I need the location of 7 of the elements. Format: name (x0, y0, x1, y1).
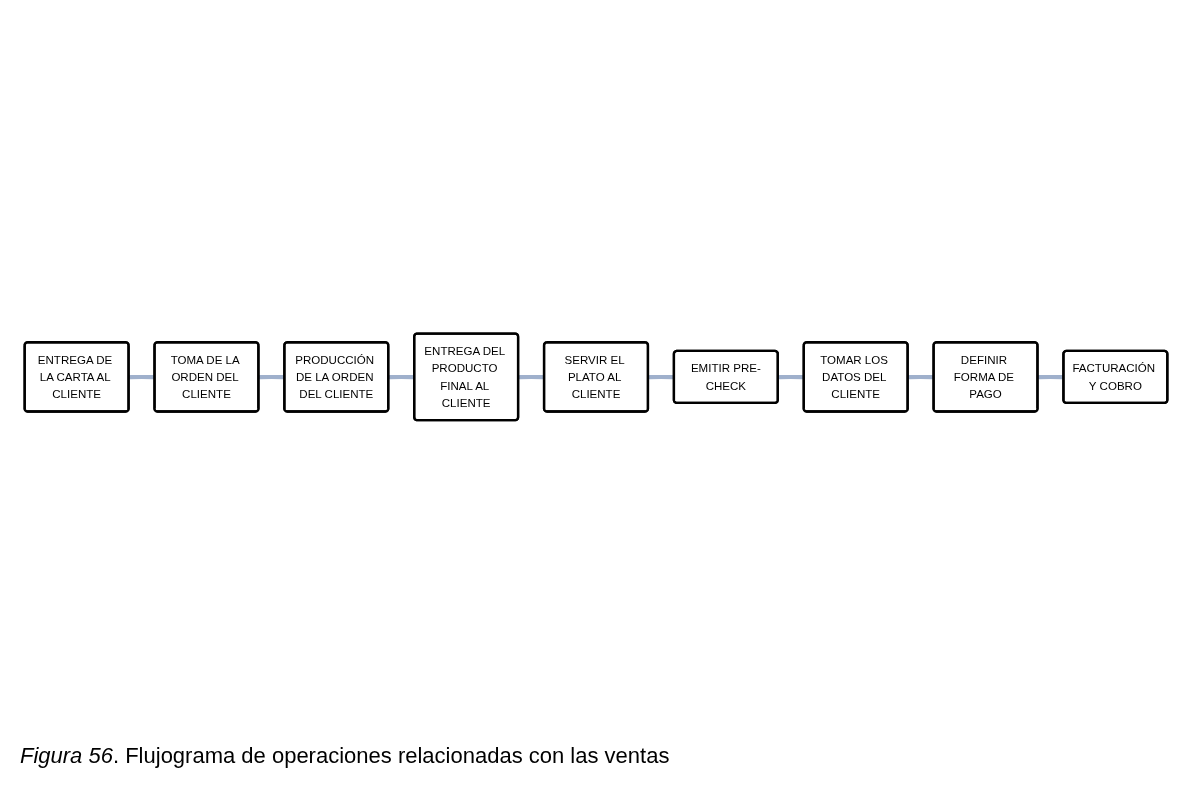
connector (907, 374, 934, 379)
connector (388, 374, 415, 379)
connector (1037, 374, 1064, 379)
connector (128, 374, 155, 379)
figure-caption: Figura 56. Flujograma de operaciones relacionadas con las ventas (20, 743, 671, 769)
connector (258, 374, 285, 379)
connector (518, 374, 545, 379)
